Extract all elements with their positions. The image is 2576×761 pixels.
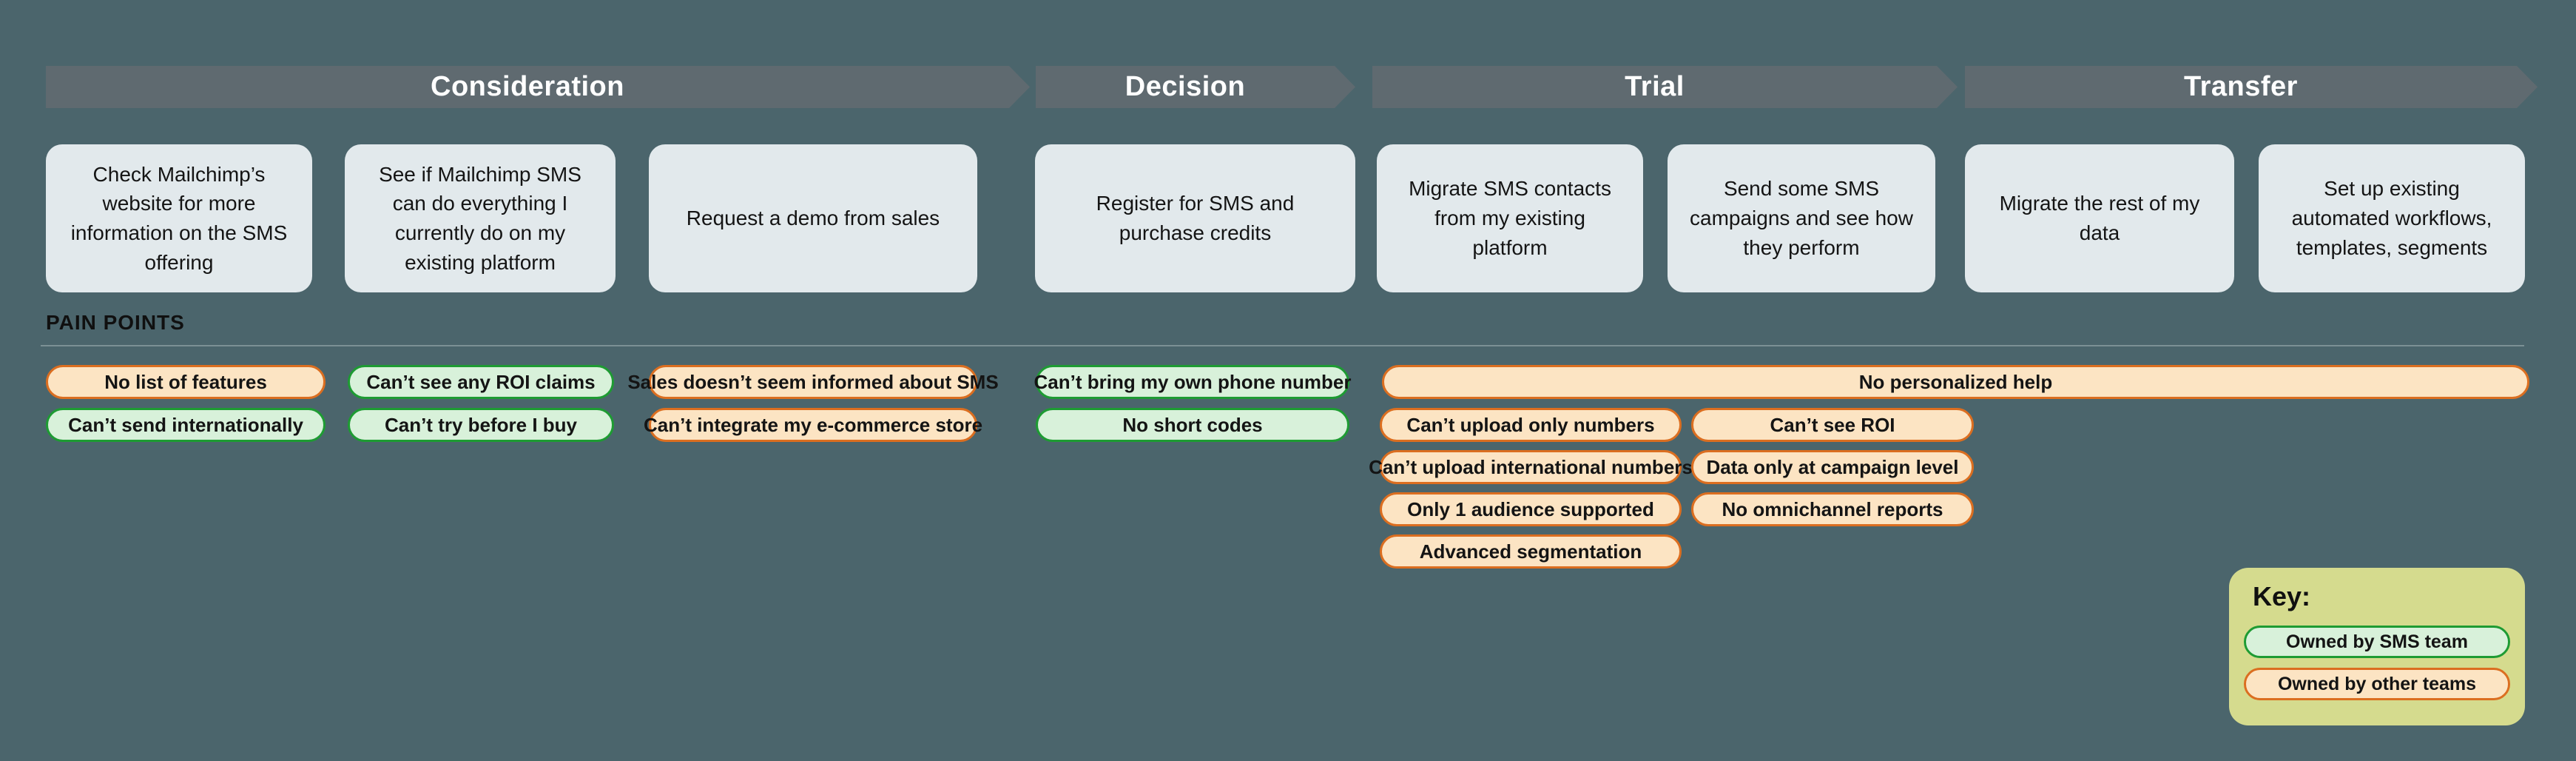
key-card: Key: Owned by SMS team Owned by other te… (2229, 568, 2525, 725)
journey-card-request-a-demo-from-sales[interactable]: Request a demo from sales (649, 144, 977, 292)
pain-points-label: PAIN POINTS (46, 311, 185, 334)
pain-point-can-t-send-internationally[interactable]: Can’t send internationally (46, 408, 326, 442)
pain-point-no-list-of-features[interactable]: No list of features (46, 365, 326, 399)
phase-header-consideration[interactable]: Consideration (46, 66, 1030, 108)
pain-point-can-t-see-roi[interactable]: Can’t see ROI (1691, 408, 1974, 442)
journey-card-set-up-existing-automated-workflows-temp[interactable]: Set up existing automated workflows, tem… (2259, 144, 2525, 292)
pain-point-can-t-bring-my-own-phone-number[interactable]: Can’t bring my own phone number (1034, 365, 1352, 399)
journey-card-register-for-sms-and-purchase-credits[interactable]: Register for SMS and purchase credits (1035, 144, 1355, 292)
journey-card-check-mailchimp-s-website-for-more-infor[interactable]: Check Mailchimp’s website for more infor… (46, 144, 312, 292)
journey-card-see-if-mailchimp-sms-can-do-everything-i[interactable]: See if Mailchimp SMS can do everything I… (345, 144, 616, 292)
pain-point-no-omnichannel-reports[interactable]: No omnichannel reports (1691, 492, 1974, 526)
key-item-owned-by-sms-team: Owned by SMS team (2244, 626, 2510, 658)
pain-points-divider (41, 345, 2524, 346)
pain-point-only-1-audience-supported[interactable]: Only 1 audience supported (1380, 492, 1682, 526)
pain-point-can-t-upload-only-numbers[interactable]: Can’t upload only numbers (1380, 408, 1682, 442)
phase-header-trial[interactable]: Trial (1372, 66, 1958, 108)
phase-header-transfer[interactable]: Transfer (1965, 66, 2538, 108)
pain-point-no-short-codes[interactable]: No short codes (1036, 408, 1349, 442)
key-item-owned-by-other-teams: Owned by other teams (2244, 668, 2510, 700)
phase-header-decision[interactable]: Decision (1036, 66, 1355, 108)
journey-card-migrate-the-rest-of-my-data[interactable]: Migrate the rest of my data (1965, 144, 2234, 292)
pain-point-sales-doesn-t-seem-informed-about-sms[interactable]: Sales doesn’t seem informed about SMS (627, 365, 999, 399)
key-title: Key: (2253, 581, 2311, 611)
pain-point-no-personalized-help[interactable]: No personalized help (1382, 365, 2529, 399)
pain-point-can-t-upload-international-numbers[interactable]: Can’t upload international numbers (1369, 450, 1693, 484)
pain-point-can-t-integrate-my-e-commerce-store[interactable]: Can’t integrate my e-commerce store (644, 408, 982, 442)
pain-point-advanced-segmentation[interactable]: Advanced segmentation (1380, 534, 1682, 569)
pain-point-can-t-see-any-roi-claims[interactable]: Can’t see any ROI claims (348, 365, 614, 399)
journey-card-migrate-sms-contacts-from-my-existing-pl[interactable]: Migrate SMS contacts from my existing pl… (1377, 144, 1643, 292)
journey-card-send-some-sms-campaigns-and-see-how-they[interactable]: Send some SMS campaigns and see how they… (1668, 144, 1935, 292)
pain-point-can-t-try-before-i-buy[interactable]: Can’t try before I buy (348, 408, 614, 442)
pain-point-data-only-at-campaign-level[interactable]: Data only at campaign level (1691, 450, 1974, 484)
